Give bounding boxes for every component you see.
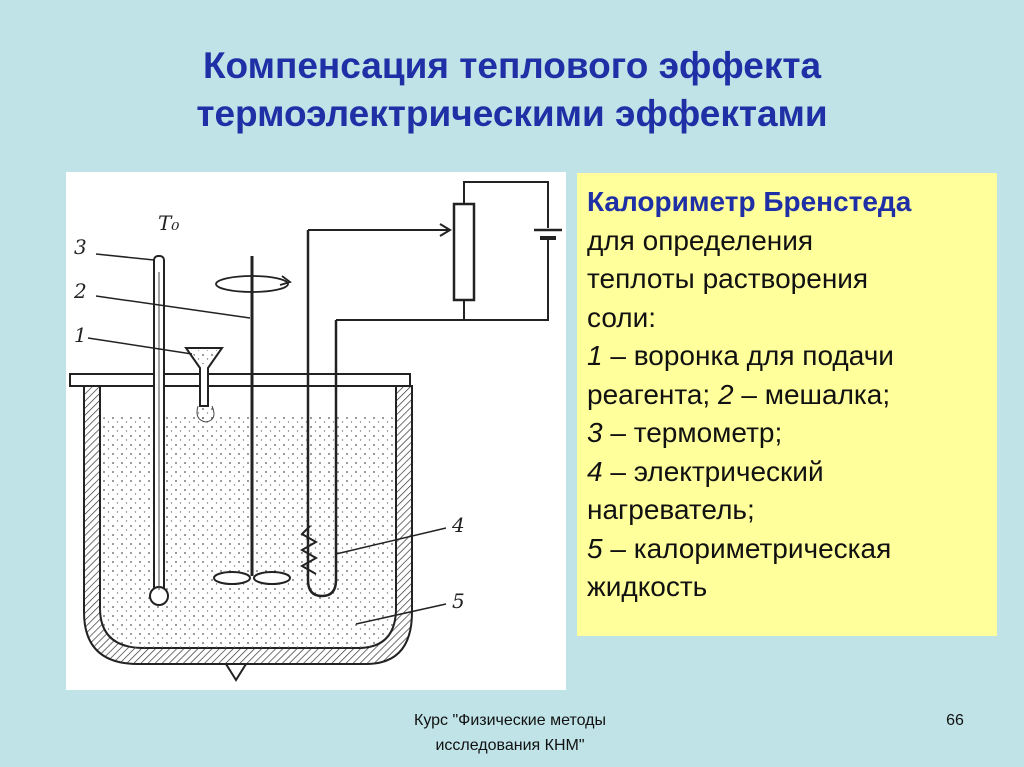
label-t0: T₀ xyxy=(158,211,179,235)
page-number: 66 xyxy=(946,712,964,729)
label-3: 3 xyxy=(74,235,87,259)
description-heading: Калориметр Бренстеда xyxy=(587,186,912,217)
footer-line-2: исследования КНМ" xyxy=(435,737,585,754)
legend-item-5-cont: жидкость xyxy=(587,571,708,602)
legend-item-3: 3 – термометр; xyxy=(587,417,783,448)
description-line-2: теплоты растворения xyxy=(587,263,869,294)
calorimeter-diagram: T₀ 3 2 1 4 5 xyxy=(66,172,566,690)
legend-item-4: 4 – электрический xyxy=(587,455,824,487)
legend-item-5: 5 – калориметрическая xyxy=(587,532,892,564)
legend-item-1-2: реагента; 2 – мешалка; xyxy=(587,378,891,410)
footer-line-1: Курс "Физические методы xyxy=(414,712,606,729)
calorimetric-liquid xyxy=(100,415,396,648)
label-2: 2 xyxy=(73,279,87,303)
title-line-2: термоэлектрическими эффектами xyxy=(196,93,828,134)
label-1: 1 xyxy=(74,323,87,347)
description-line-3: соли: xyxy=(587,301,657,333)
label-5: 5 xyxy=(452,589,465,613)
legend-item-4-cont: нагреватель; xyxy=(587,494,755,525)
heater xyxy=(306,230,338,598)
label-4: 4 xyxy=(451,513,465,537)
slide-title: Компенсация теплового эффекта термоэлект… xyxy=(0,42,1024,138)
rheostat xyxy=(452,202,476,302)
calorimeter-drawing: T₀ 3 2 1 4 5 xyxy=(69,181,562,682)
title-line-1: Компенсация теплового эффекта xyxy=(202,45,822,86)
legend-item-1: 1 – воронка для подачи xyxy=(587,340,894,371)
description-box: Калориметр Бренстеда для определения теп… xyxy=(577,173,997,636)
vessel-lid xyxy=(69,373,411,387)
footer-course: Курс "Физические методы исследования КНМ… xyxy=(330,708,690,758)
description-line-1: для определения xyxy=(587,224,814,256)
